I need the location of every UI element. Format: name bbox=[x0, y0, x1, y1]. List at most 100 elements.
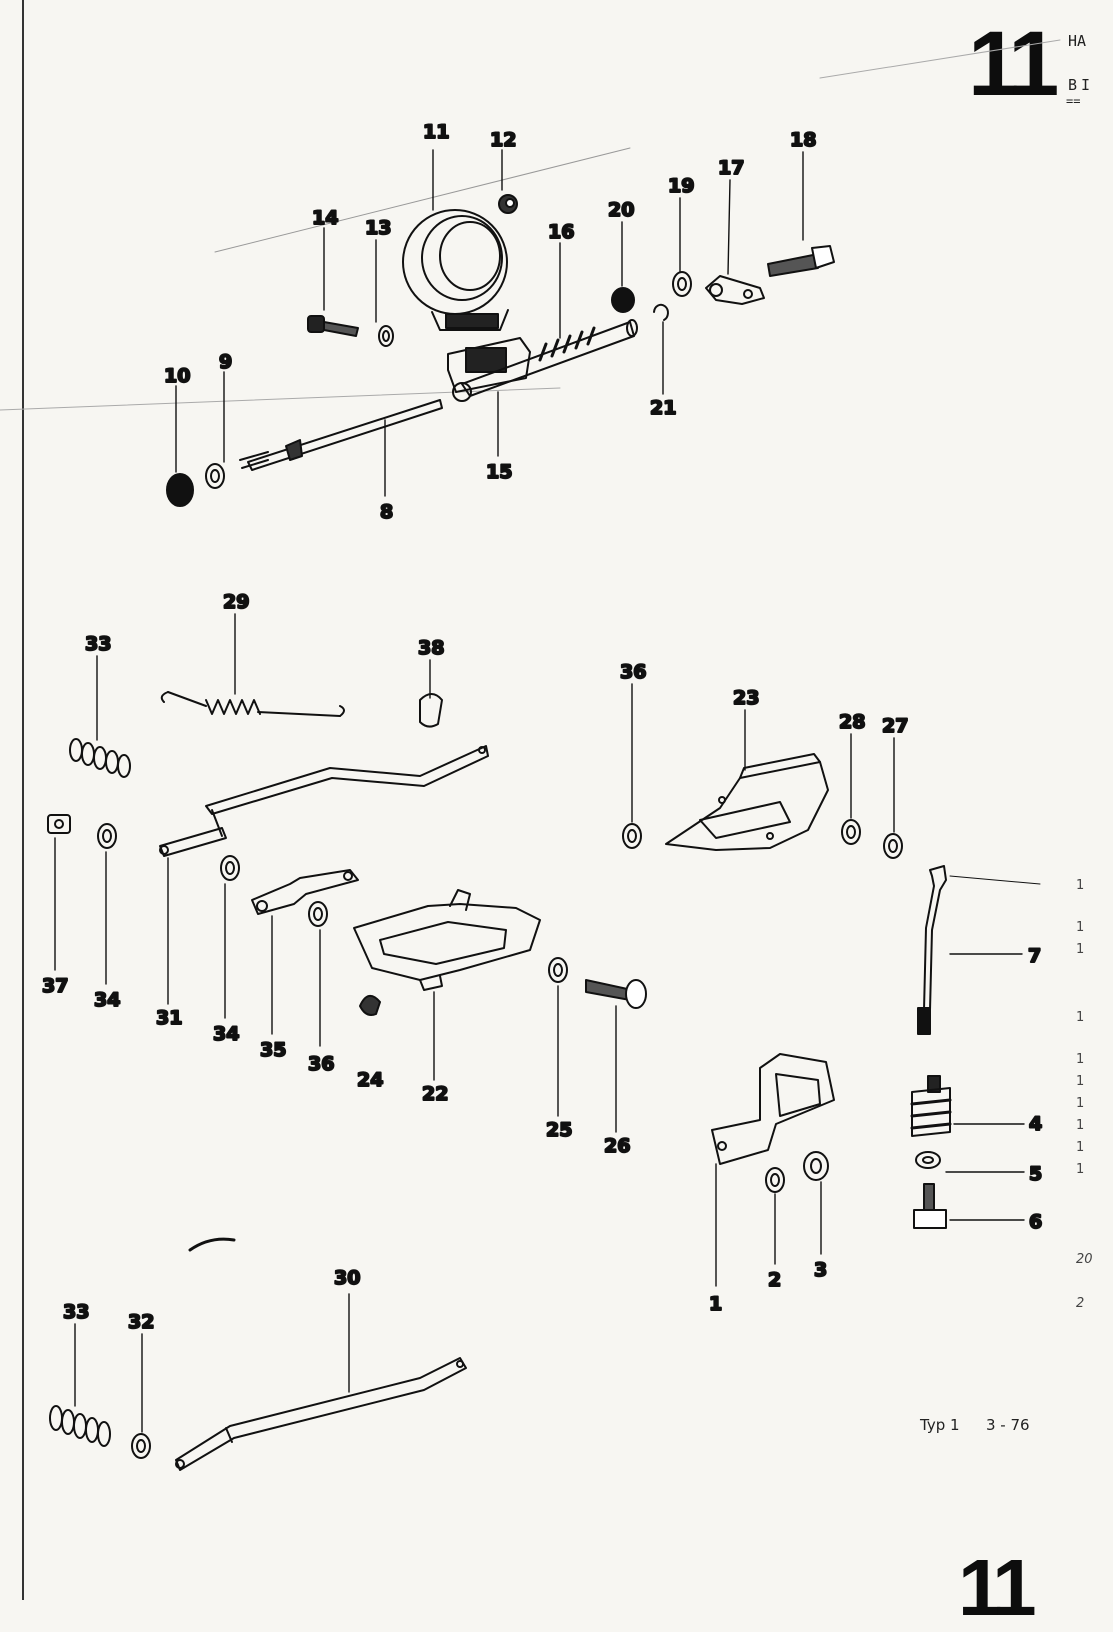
callout-21: 21 bbox=[650, 397, 676, 419]
callout-13: 13 bbox=[365, 217, 391, 239]
part-5-washer[interactable] bbox=[915, 1151, 941, 1169]
part-36-washer-center[interactable] bbox=[308, 901, 328, 927]
callout-15: 15 bbox=[486, 461, 512, 483]
part-26-bolt[interactable] bbox=[585, 979, 647, 1009]
part-15-bearing-bracket[interactable] bbox=[447, 337, 531, 402]
margin-mark: 1 bbox=[1076, 1162, 1085, 1177]
callout-29: 29 bbox=[223, 591, 249, 613]
part-10-nut[interactable] bbox=[166, 473, 194, 507]
part-29-spring[interactable] bbox=[160, 691, 345, 717]
callout-16: 16 bbox=[548, 221, 574, 243]
part-31-lever-rod[interactable] bbox=[159, 745, 489, 857]
margin-mark: 20 bbox=[1076, 1252, 1093, 1267]
part-36-washer-right[interactable] bbox=[622, 823, 642, 849]
callout-14: 14 bbox=[312, 207, 338, 229]
part-34-washer-center[interactable] bbox=[220, 855, 240, 881]
callout-23: 23 bbox=[733, 687, 759, 709]
callout-9: 9 bbox=[219, 351, 232, 373]
part-13-washer[interactable] bbox=[378, 325, 394, 347]
part-27-washer[interactable] bbox=[883, 833, 903, 859]
callout-3: 3 bbox=[814, 1259, 827, 1281]
part-30-lever[interactable] bbox=[175, 1357, 467, 1471]
margin-mark: 1 bbox=[1076, 1096, 1085, 1111]
callout-11: 11 bbox=[423, 121, 449, 143]
callout-28: 28 bbox=[839, 711, 865, 733]
part-33-spring-lower[interactable] bbox=[49, 1405, 111, 1447]
callout-8: 8 bbox=[380, 501, 393, 523]
callout-30: 30 bbox=[334, 1267, 360, 1289]
part-38-clip[interactable] bbox=[419, 693, 443, 728]
callout-labels: 1 2 3 4 5 6 7 8 9 10 11 12 13 14 15 16 1… bbox=[41, 120, 1043, 1334]
callout-1: 1 bbox=[709, 1293, 722, 1315]
part-12-nut[interactable] bbox=[498, 194, 518, 214]
callout-22: 22 bbox=[422, 1083, 448, 1105]
callout-5: 5 bbox=[1029, 1163, 1042, 1185]
part-24-clip[interactable] bbox=[359, 995, 381, 1016]
part-8-rod[interactable] bbox=[239, 399, 443, 471]
part-23-carrier[interactable] bbox=[665, 753, 829, 851]
part-34-washer-left[interactable] bbox=[97, 823, 117, 849]
callout-34-left: 34 bbox=[94, 989, 120, 1011]
callout-33-upper: 33 bbox=[85, 633, 111, 655]
callout-24: 24 bbox=[357, 1069, 383, 1091]
margin-mark: 1 bbox=[1076, 1118, 1085, 1133]
margin-mark: 1 bbox=[1076, 1052, 1085, 1067]
callout-10: 10 bbox=[164, 365, 190, 387]
part-2-washer[interactable] bbox=[765, 1167, 785, 1193]
part-6-bolt[interactable] bbox=[913, 1183, 947, 1229]
callout-2: 2 bbox=[768, 1269, 781, 1291]
header-rule: == bbox=[1066, 94, 1081, 108]
scan-line bbox=[819, 39, 1061, 79]
header-line-2: BI bbox=[1068, 76, 1095, 94]
part-22-mounting-plate[interactable] bbox=[353, 889, 541, 991]
footer-date: 3 - 76 bbox=[986, 1416, 1030, 1434]
part-21-clip[interactable] bbox=[653, 303, 669, 321]
callout-18: 18 bbox=[790, 129, 816, 151]
scan-line bbox=[0, 387, 561, 411]
part-9-washer[interactable] bbox=[205, 463, 225, 489]
callout-17: 17 bbox=[718, 157, 744, 179]
part-11-pipe-clamp[interactable] bbox=[402, 209, 509, 331]
part-16-threaded-shaft[interactable] bbox=[461, 319, 638, 397]
part-17-lever[interactable] bbox=[705, 275, 765, 305]
margin-mark: 1 bbox=[1076, 1140, 1085, 1155]
footer-type: Typ 1 bbox=[920, 1416, 960, 1434]
callout-32: 32 bbox=[128, 1311, 154, 1333]
stray-mark bbox=[188, 1237, 236, 1252]
part-32-washer[interactable] bbox=[131, 1433, 151, 1459]
part-25-washer[interactable] bbox=[548, 957, 568, 983]
part-28-washer[interactable] bbox=[841, 819, 861, 845]
callout-6: 6 bbox=[1029, 1211, 1042, 1233]
callout-31: 31 bbox=[156, 1007, 182, 1029]
part-20-nut[interactable] bbox=[611, 287, 635, 313]
part-4-rubber-mount[interactable] bbox=[910, 1075, 952, 1137]
part-33-spring-upper[interactable] bbox=[69, 738, 131, 778]
margin-mark: 1 bbox=[1076, 878, 1085, 893]
part-7-rod[interactable] bbox=[917, 865, 1041, 1035]
callout-37: 37 bbox=[42, 975, 68, 997]
callout-33-lower: 33 bbox=[63, 1301, 89, 1323]
callout-12: 12 bbox=[490, 129, 516, 151]
part-18-bolt[interactable] bbox=[767, 245, 835, 277]
part-3-nut[interactable] bbox=[803, 1151, 829, 1181]
margin-marks: 1 1 1 1 1 1 1 1 1 1 20 2 bbox=[1076, 0, 1106, 1600]
callout-4: 4 bbox=[1029, 1113, 1042, 1135]
callout-20: 20 bbox=[608, 199, 634, 221]
binding-border bbox=[22, 0, 24, 1600]
part-35-bracket[interactable] bbox=[251, 869, 359, 915]
part-19-washer[interactable] bbox=[672, 271, 692, 297]
section-number-top: 11 bbox=[968, 13, 1059, 115]
callout-34-center: 34 bbox=[213, 1023, 239, 1045]
callout-36-right: 36 bbox=[620, 661, 646, 683]
part-37-nut[interactable] bbox=[47, 814, 71, 834]
part-14-bolt[interactable] bbox=[307, 315, 359, 337]
callout-27: 27 bbox=[882, 715, 908, 737]
margin-mark: 1 bbox=[1076, 920, 1085, 935]
callout-7: 7 bbox=[1028, 945, 1041, 967]
callout-35: 35 bbox=[260, 1039, 286, 1061]
part-1-bracket[interactable] bbox=[711, 1053, 835, 1165]
margin-mark: 2 bbox=[1076, 1296, 1085, 1311]
callout-36-center: 36 bbox=[308, 1053, 334, 1075]
